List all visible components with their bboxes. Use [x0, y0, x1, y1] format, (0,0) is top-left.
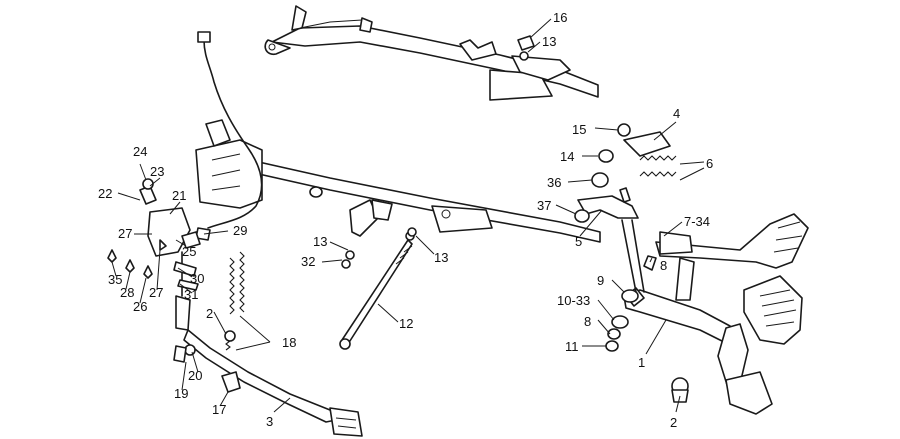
gear-pedal — [643, 213, 809, 301]
callout-9: 9 — [597, 273, 604, 288]
callout-13-top: 13 — [542, 34, 556, 49]
callout-20: 20 — [188, 368, 202, 383]
callout-27-left: 27 — [118, 226, 132, 241]
lower-frame-tube — [195, 119, 601, 243]
callout-5: 5 — [575, 234, 582, 249]
callout-8-lower: 8 — [584, 314, 591, 329]
callout-11: 11 — [565, 339, 579, 354]
callout-37: 37 — [537, 198, 551, 213]
callout-12: 12 — [399, 316, 413, 331]
callout-1: 1 — [638, 355, 645, 370]
callout-22: 22 — [98, 186, 112, 201]
callout-3: 3 — [266, 414, 273, 429]
callout-30: 30 — [190, 271, 204, 286]
callout-8-upper: 8 — [660, 258, 667, 273]
callout-17: 17 — [212, 402, 226, 417]
linkage-5 — [517, 35, 677, 293]
leader-lines — [111, 18, 705, 413]
callout-24: 24 — [133, 144, 147, 159]
callout-35: 35 — [108, 272, 122, 287]
callout-14: 14 — [560, 149, 574, 164]
callout-23: 23 — [150, 164, 164, 179]
callout-21: 21 — [172, 188, 186, 203]
callout-15: 15 — [572, 122, 586, 137]
upper-frame-tube — [264, 5, 599, 101]
callout-31: 31 — [184, 287, 198, 302]
callout-32: 32 — [301, 254, 315, 269]
master-cylinder — [107, 178, 201, 331]
callout-4: 4 — [673, 106, 680, 121]
callout-labels: 16 13 15 4 14 6 36 37 5 7-34 8 9 10-33 8… — [98, 10, 713, 430]
callout-36: 36 — [547, 175, 561, 190]
callout-29: 29 — [233, 223, 247, 238]
callout-13-right: 13 — [434, 250, 448, 265]
pivot-stack — [605, 287, 645, 352]
springs — [224, 251, 245, 351]
callout-19: 19 — [174, 386, 188, 401]
brake-pedal-1 — [623, 275, 803, 415]
callout-25: 25 — [182, 244, 196, 259]
callout-7-34: 7-34 — [684, 214, 710, 229]
callout-26: 26 — [133, 299, 147, 314]
callout-13-mid: 13 — [313, 234, 327, 249]
callout-16: 16 — [553, 10, 567, 25]
cable — [195, 31, 263, 241]
rod-12 — [339, 227, 417, 350]
brake-lever-3 — [173, 329, 363, 437]
callout-6: 6 — [706, 156, 713, 171]
callout-2-left: 2 — [206, 306, 213, 321]
callout-27-lower: 27 — [149, 285, 163, 300]
callout-28: 28 — [120, 285, 134, 300]
callout-2-right: 2 — [670, 415, 677, 430]
callout-10-33: 10-33 — [557, 293, 590, 308]
callout-18: 18 — [282, 335, 296, 350]
